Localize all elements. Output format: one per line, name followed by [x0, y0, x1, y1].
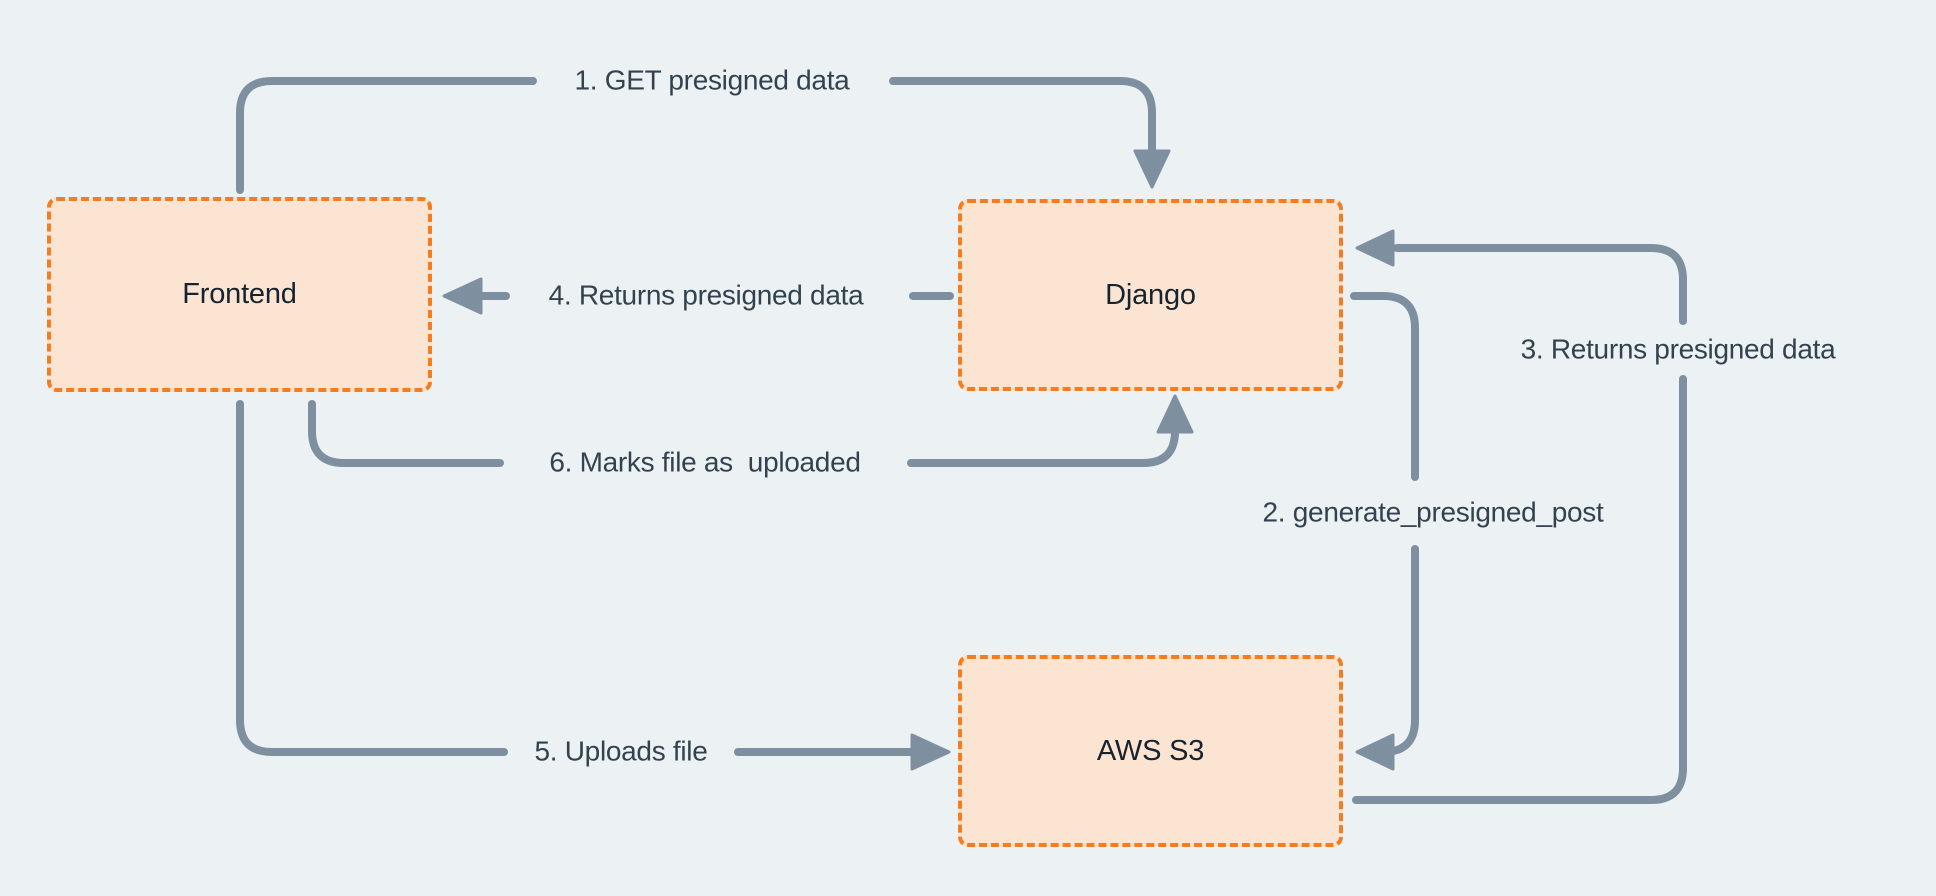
node-aws-s3-label: AWS S3 [1096, 734, 1205, 767]
node-aws-s3: AWS S3 [958, 655, 1343, 847]
edge-label-6-marks-file-uploaded: 6. Marks file as uploaded [543, 445, 867, 481]
node-frontend-label: Frontend [182, 278, 297, 310]
arrowhead-left-icon [442, 277, 483, 315]
edge-label-3-returns-presigned-data: 3. Returns presigned data [1514, 332, 1842, 368]
arrow-2-generate-presigned-post [1350, 292, 1419, 771]
node-django-label: Django [1105, 278, 1196, 311]
node-django: Django [958, 199, 1343, 391]
edge-label-2-generate-presigned-post: 2. generate_presigned_post [1256, 495, 1610, 531]
edge-label-4-returns-presigned-data: 4. Returns presigned data [542, 278, 870, 314]
arrow-3-returns-presigned-data [1352, 229, 1687, 804]
arrow-6-marks-file-uploaded [308, 394, 1194, 467]
arrow-1-get-presigned-data [236, 77, 1171, 194]
node-frontend: Frontend [47, 197, 432, 392]
arrow-5-uploads-file [236, 400, 951, 771]
arrowhead-right-icon [910, 733, 951, 771]
arrowhead-left-icon [1355, 733, 1395, 771]
arrowhead-down-icon [1133, 149, 1171, 189]
edge-label-5-uploads-file: 5. Uploads file [528, 734, 714, 770]
arrowhead-up-icon [1156, 394, 1194, 434]
arrowhead-left-icon [1355, 229, 1395, 267]
edge-label-1-get-presigned-data: 1. GET presigned data [568, 63, 856, 99]
arrow-4-returns-presigned-data [442, 277, 954, 315]
